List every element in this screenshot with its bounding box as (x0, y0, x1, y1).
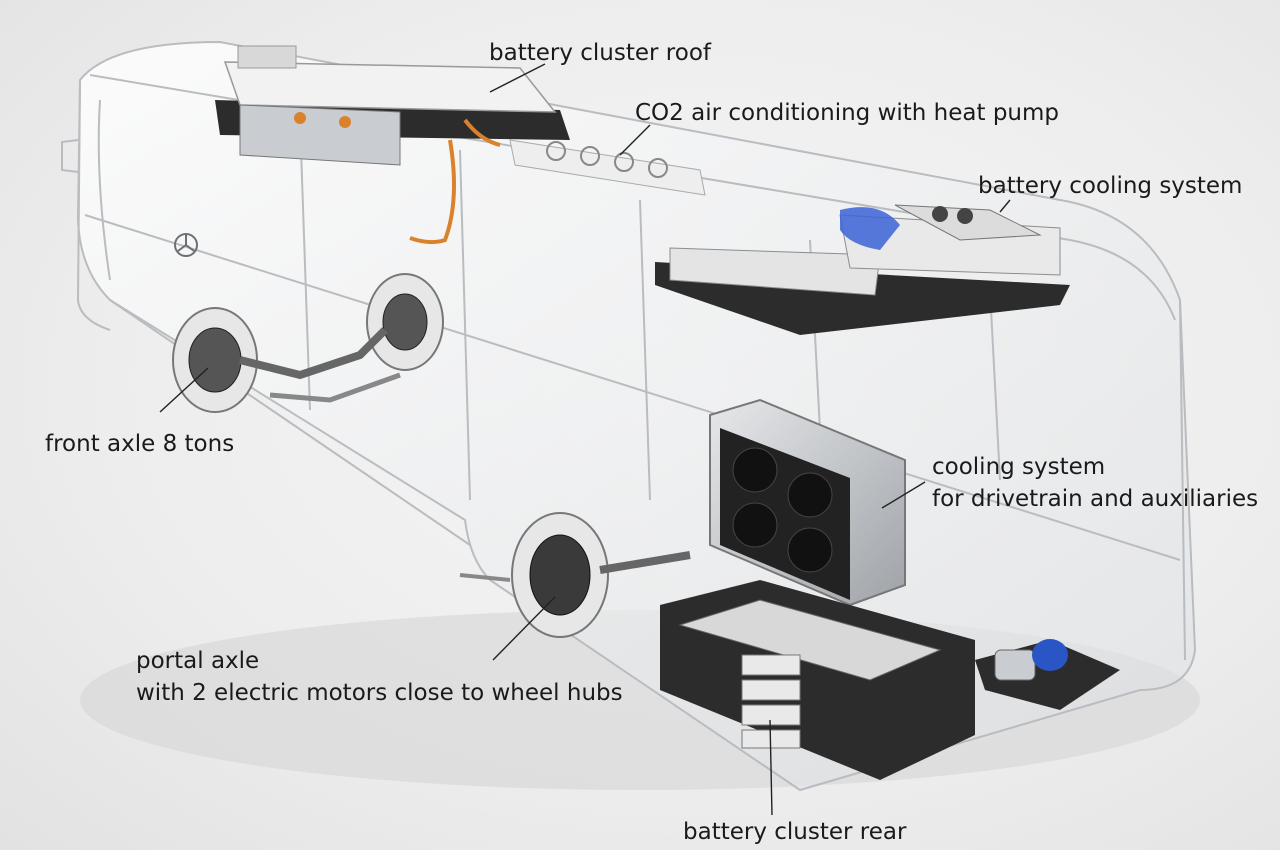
leader-cooling-system (881, 481, 926, 509)
bus-front-face (76, 81, 111, 331)
label-battery-cluster-roof: battery cluster roof (489, 40, 711, 66)
label-front-axle: front axle 8 tons (45, 431, 235, 457)
window-pillar (299, 119, 311, 411)
bus-belt-line (84, 214, 1181, 561)
rear-battery-cluster (660, 580, 975, 780)
leader-co2-air-conditioning (619, 124, 651, 156)
label-battery-cluster-rear: battery cluster rear (683, 819, 907, 845)
leader-portal-axle (492, 596, 556, 661)
roof-electronics-rack (655, 204, 1070, 335)
label-cooling-system-line2: for drivetrain and auxiliaries (932, 486, 1259, 512)
leader-battery-cluster-roof (489, 63, 546, 93)
leader-front-axle (159, 367, 209, 413)
label-cooling-system-line1: cooling system (932, 454, 1106, 480)
label-portal-axle-line1: portal axle (136, 648, 260, 674)
label-battery-cooling-system: battery cooling system (978, 173, 1243, 199)
bus-roof-edge (89, 74, 1176, 321)
leader-battery-cluster-rear (769, 719, 773, 816)
roof-battery-cluster (215, 45, 570, 245)
rear-wheel-assembly (459, 512, 691, 638)
window-pillar (989, 289, 1001, 481)
bus-rear-edge (1179, 299, 1186, 661)
auxiliary-pump (975, 639, 1120, 710)
window-pillar (639, 199, 651, 501)
label-portal-axle: portal axle with 2 electric motors close… (136, 645, 623, 709)
leader-lines (159, 63, 1011, 816)
label-cooling-system: cooling system for drivetrain and auxili… (932, 451, 1258, 515)
leader-battery-cooling-system (999, 199, 1011, 213)
window-pillar (459, 149, 471, 501)
drivetrain-cooling-unit (709, 398, 906, 607)
label-portal-axle-line2: with 2 electric motors close to wheel hu… (136, 680, 623, 706)
side-mirror (61, 139, 79, 173)
front-axle-assembly (172, 273, 444, 413)
air-conditioning-unit (509, 139, 706, 196)
label-co2-air-conditioning: CO2 air conditioning with heat pump (635, 100, 1060, 126)
mercedes-star-icon (174, 233, 198, 257)
windshield-line (97, 99, 111, 281)
bus-lower-edge (109, 299, 471, 546)
